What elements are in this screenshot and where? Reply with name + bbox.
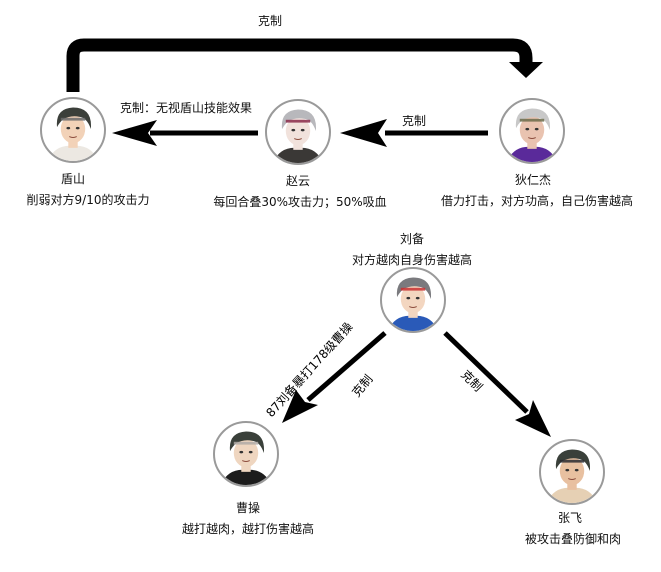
arrow-label-zhaoyun-dunshan: 克制：无视盾山技能效果 xyxy=(120,101,253,115)
name-dunshan: 盾山 xyxy=(60,172,86,186)
name-zhaoyun: 赵云 xyxy=(285,174,311,188)
avatar-direnjie xyxy=(499,98,565,164)
desc-liubei: 对方越肉自身伤害越高 xyxy=(351,253,473,267)
desc-caocao: 越打越肉，越打伤害越高 xyxy=(181,522,315,536)
desc-dunshan: 削弱对方9/10的攻击力 xyxy=(26,193,150,207)
arrow-zhaoyun-to-dunshan xyxy=(112,120,258,146)
portrait-icon xyxy=(387,277,439,331)
avatar-zhangfei xyxy=(539,439,605,505)
desc-zhangfei: 被攻击叠防御和肉 xyxy=(524,532,622,546)
name-direnjie: 狄仁杰 xyxy=(514,173,552,187)
name-zhangfei: 张飞 xyxy=(557,511,583,525)
arrow-label-top: 克制 xyxy=(257,14,283,28)
avatar-dunshan xyxy=(40,97,106,163)
avatar-zhaoyun xyxy=(265,99,331,165)
desc-zhaoyun: 每回合叠30%攻击力；50%吸血 xyxy=(213,195,387,209)
portrait-icon xyxy=(220,431,272,485)
arrow-liubei-to-caocao xyxy=(282,331,387,423)
portrait-icon xyxy=(272,109,324,163)
arrow-liubei-to-zhangfei xyxy=(443,331,551,437)
name-caocao: 曹操 xyxy=(235,501,261,515)
arrow-direnjie-to-zhaoyun xyxy=(340,119,488,147)
portrait-icon xyxy=(506,108,558,162)
avatar-liubei xyxy=(380,267,446,333)
avatar-caocao xyxy=(213,421,279,487)
portrait-icon xyxy=(47,107,99,161)
arrow-label-direnjie-zhaoyun: 克制 xyxy=(402,114,427,128)
arrow-dunshan-to-direnjie xyxy=(66,38,543,92)
portrait-icon xyxy=(546,449,598,503)
desc-direnjie: 借力打击，对方功高，自己伤害越高 xyxy=(440,194,634,208)
name-liubei: 刘备 xyxy=(399,232,425,246)
